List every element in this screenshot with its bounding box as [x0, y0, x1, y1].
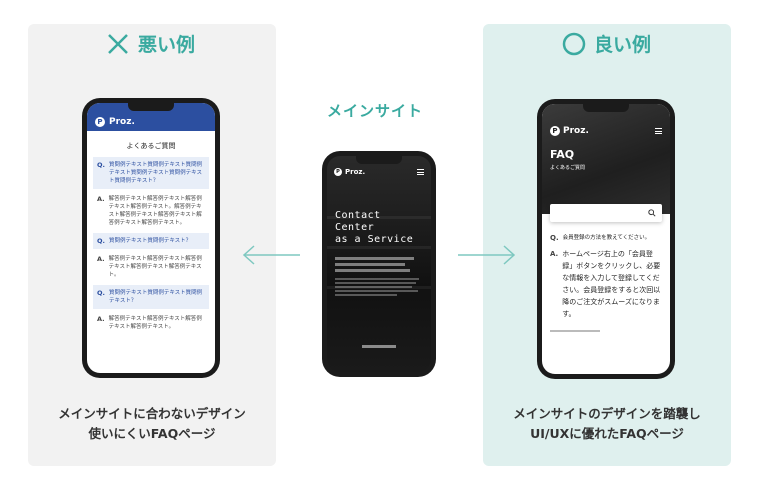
good-example-phone: P Proz. FAQ よくあるご質問 Q.会員登録の方法を教えてください。 A… [537, 99, 675, 379]
answer-text: 解答例テキスト解答例テキスト解答例テキスト解答例テキスト解答例テキスト。 [108, 256, 202, 278]
faq-question: Q. 質問例テキスト質問例テキスト質問例テキスト質問例テキスト質問例テキスト質問例… [93, 157, 209, 189]
search-input[interactable] [550, 204, 662, 222]
q-mark: Q. [97, 237, 105, 245]
faq-answer: A.ホームページ右上の「会員登録」ボタンをクリックし、必要な情報を入力して登録し… [550, 248, 662, 320]
faq-title: FAQ [550, 148, 575, 161]
bad-example-caption: メインサイトに合わないデザイン 使いにくいFAQページ [28, 404, 276, 444]
good-example-heading: 良い例 [562, 30, 651, 57]
phone-notch [128, 103, 174, 111]
phone-notch [583, 104, 629, 112]
question-text: 質問例テキスト質問例テキスト質問例テキスト質問例テキスト質問例テキスト質問例テキ… [109, 162, 203, 184]
faq-answer: A.解答例テキスト解答例テキスト解答例テキスト解答例テキスト。解答例テキスト解答… [93, 193, 209, 229]
logo-mark: P [550, 126, 560, 136]
answer-text: 解答例テキスト解答例テキスト解答例テキスト解答例テキスト。解答例テキスト解答例テ… [108, 196, 202, 226]
good-phone-header: P Proz. [542, 104, 670, 136]
phone-notch [356, 156, 402, 164]
hero-photo-stripe [327, 286, 431, 289]
hero-line: as a Service [335, 234, 414, 245]
circle-icon [562, 32, 586, 55]
faq-hero: P Proz. FAQ よくあるご質問 [542, 104, 670, 214]
hero-heading: Contact Center as a Service [327, 176, 431, 246]
logo-mark: P [95, 117, 105, 127]
hero-line: Center [335, 222, 375, 233]
faq-question: Q.会員登録の方法を教えてください。 [550, 234, 662, 242]
good-example-title: 良い例 [594, 34, 652, 56]
search-icon[interactable] [648, 209, 656, 217]
bad-example-heading: 悪い例 [106, 30, 195, 57]
q-mark: Q. [97, 289, 105, 297]
hero-line: Contact [335, 210, 381, 221]
question-text: 質問例テキスト質問例テキスト質問例テキスト？ [109, 290, 203, 304]
main-site-label: メインサイト [327, 102, 424, 120]
good-phone-screen: P Proz. FAQ よくあるご質問 Q.会員登録の方法を教えてください。 A… [542, 104, 670, 374]
faq-page-title: よくあるご質問 [126, 142, 176, 150]
logo-text: Proz. [345, 168, 366, 176]
logo: P Proz. [334, 168, 365, 176]
logo-mark: P [334, 168, 342, 176]
caption-line: 使いにくいFAQページ [88, 426, 216, 441]
hero-photo-stripe [327, 246, 431, 249]
faq-answer: A.解答例テキスト解答例テキスト解答例テキスト解答例テキスト解答例テキスト。 [93, 253, 209, 281]
main-site-phone: P Proz. Contact Center as a Service [322, 151, 436, 377]
a-mark: A. [97, 255, 105, 263]
logo: P Proz. [550, 126, 589, 136]
faq-question: Q. 質問例テキスト質問例テキスト質問例テキスト？ [93, 285, 209, 309]
a-mark: A. [97, 195, 105, 203]
main-phone-screen: P Proz. Contact Center as a Service [327, 156, 431, 372]
logo-text: Proz. [563, 126, 589, 136]
main-phone-header: P Proz. [327, 156, 431, 176]
caption-line: メインサイトのデザインを踏襲し [513, 406, 701, 421]
faq-question: Q. 質問例テキスト質問例テキスト？ [93, 233, 209, 249]
caption-line: メインサイトに合わないデザイン [58, 406, 246, 421]
bad-phone-screen: P Proz. よくあるご質問 Q. 質問例テキスト質問例テキスト質問例テキスト質… [87, 103, 215, 373]
hero-body-placeholder [327, 246, 431, 296]
updated-date-placeholder [550, 330, 600, 332]
hero-cta[interactable] [327, 345, 431, 348]
a-mark: A. [550, 250, 559, 258]
question-text: 質問例テキスト質問例テキスト？ [109, 238, 192, 244]
arrow-left-icon [242, 245, 300, 265]
question-text: 会員登録の方法を教えてください。 [562, 235, 651, 241]
arrow-right-icon [458, 245, 516, 265]
q-mark: Q. [97, 161, 105, 169]
logo-text: Proz. [109, 117, 135, 127]
menu-icon[interactable] [655, 128, 662, 134]
faq-answer: A.解答例テキスト解答例テキスト解答例テキスト解答例テキスト。 [93, 313, 209, 333]
caption-line: UI/UXに優れたFAQページ [530, 426, 684, 441]
a-mark: A. [97, 315, 105, 323]
cross-icon [108, 33, 128, 54]
q-mark: Q. [550, 234, 559, 242]
good-example-caption: メインサイトのデザインを踏襲し UI/UXに優れたFAQページ [483, 404, 731, 444]
bad-example-title: 悪い例 [138, 34, 196, 56]
menu-icon[interactable] [417, 169, 424, 175]
faq-subtitle: よくあるご質問 [550, 165, 586, 171]
hero-photo-stripe [327, 216, 431, 219]
answer-text: 解答例テキスト解答例テキスト解答例テキスト解答例テキスト。 [108, 316, 202, 330]
faq-item: Q.会員登録の方法を教えてください。 A.ホームページ右上の「会員登録」ボタンを… [542, 234, 670, 332]
answer-text: ホームページ右上の「会員登録」ボタンをクリックし、必要な情報を入力して登録してく… [562, 250, 661, 318]
bad-example-phone: P Proz. よくあるご質問 Q. 質問例テキスト質問例テキスト質問例テキスト質… [82, 98, 220, 378]
